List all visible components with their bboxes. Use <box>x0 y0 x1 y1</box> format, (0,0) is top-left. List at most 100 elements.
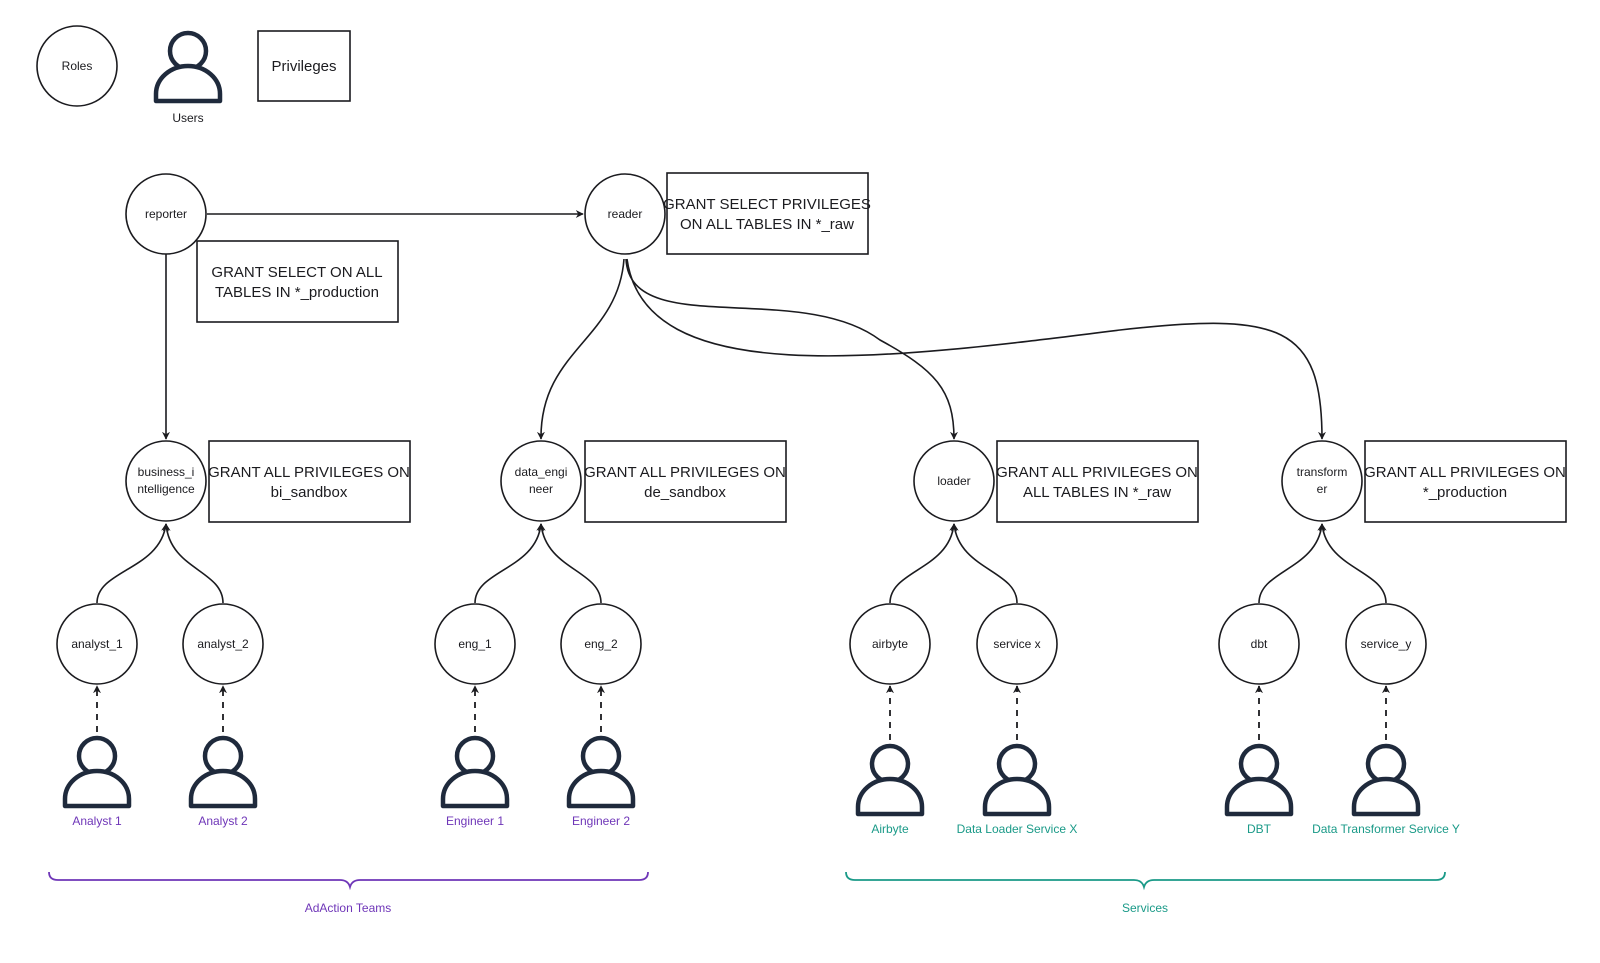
user-analyst-1: Analyst 1 <box>62 735 132 828</box>
role-reader-label: reader <box>608 207 643 221</box>
edge-reader-loader <box>625 258 958 440</box>
role-transformer: transform er <box>1281 440 1363 522</box>
privilege-de-line2: de_sandbox <box>644 484 726 501</box>
privilege-loader-line1: GRANT ALL PRIVILEGES ON <box>996 464 1198 481</box>
role-transformer-label-line1: transform <box>1297 465 1348 479</box>
user-engineer-1-label: Engineer 1 <box>446 814 504 828</box>
privilege-loader: GRANT ALL PRIVILEGES ON ALL TABLES IN *_… <box>996 440 1199 523</box>
user-icon <box>855 743 925 817</box>
group-services: Services <box>845 871 1446 915</box>
role-reporter-label: reporter <box>145 207 187 221</box>
privilege-bi-line2: bi_sandbox <box>271 484 348 501</box>
privilege-reporter-line2: TABLES IN *_production <box>215 284 379 301</box>
user-icon <box>1224 743 1294 817</box>
user-icon <box>440 735 510 809</box>
legend: Roles Users Privileges <box>36 25 351 125</box>
services-brace <box>845 871 1446 891</box>
user-icon <box>982 743 1052 817</box>
legend-roles-label: Roles <box>62 59 93 73</box>
role-bi-label-line2: ntelligence <box>137 482 195 496</box>
role-dbt: dbt <box>1218 603 1300 685</box>
role-de-label-line2: neer <box>529 482 553 496</box>
role-data-engineer: data_engi neer <box>500 440 582 522</box>
role-analyst-1: analyst_1 <box>56 603 138 685</box>
role-service-x-label: service x <box>993 637 1040 651</box>
user-service-x: Data Loader Service X <box>957 743 1078 836</box>
edge-reader-data-engineer <box>536 258 625 440</box>
privilege-transformer: GRANT ALL PRIVILEGES ON *_production <box>1364 440 1567 523</box>
privilege-data-engineer: GRANT ALL PRIVILEGES ON de_sandbox <box>584 440 787 523</box>
user-icon <box>566 735 636 809</box>
user-service-y: Data Transformer Service Y <box>1312 743 1460 836</box>
user-dbt: DBT <box>1224 743 1294 836</box>
edge-servicex-loader <box>950 523 1018 604</box>
teams-label: AdAction Teams <box>305 901 392 915</box>
edge-reader-transformer <box>626 258 1326 440</box>
role-service-y-label: service_y <box>1361 637 1412 651</box>
teams-brace <box>48 871 649 891</box>
user-analyst-2-label: Analyst 2 <box>198 814 248 828</box>
inheritance-edges <box>96 210 1387 604</box>
legend-users-label: Users <box>172 111 203 125</box>
role-transformer-label-line2: er <box>1317 482 1328 496</box>
user-airbyte: Airbyte <box>855 743 925 836</box>
role-dbt-label: dbt <box>1251 637 1268 651</box>
privilege-reporter-line1: GRANT SELECT ON ALL <box>211 264 382 281</box>
role-eng-2-label: eng_2 <box>584 637 618 651</box>
privilege-loader-line2: ALL TABLES IN *_raw <box>1023 484 1171 501</box>
edge-servicey-transformer <box>1318 523 1387 604</box>
role-business-intelligence: business_i ntelligence <box>125 440 207 522</box>
role-loader-label: loader <box>937 474 970 488</box>
user-icon <box>153 30 223 104</box>
role-service-x: service x <box>976 603 1058 685</box>
user-assignments <box>93 685 1390 740</box>
user-service-y-label: Data Transformer Service Y <box>1312 822 1460 836</box>
user-service-x-label: Data Loader Service X <box>957 822 1078 836</box>
privilege-bi-line1: GRANT ALL PRIVILEGES ON <box>208 464 410 481</box>
user-icon <box>188 735 258 809</box>
user-analyst-1-label: Analyst 1 <box>72 814 122 828</box>
edge-dbt-transformer <box>1258 523 1326 604</box>
privilege-reporter: GRANT SELECT ON ALL TABLES IN *_producti… <box>196 240 399 323</box>
users: Analyst 1 Analyst 2 Engineer 1 Engineer … <box>62 735 1460 836</box>
user-analyst-2: Analyst 2 <box>188 735 258 828</box>
role-eng-1: eng_1 <box>434 603 516 685</box>
user-icon <box>1351 743 1421 817</box>
role-loader: loader <box>913 440 995 522</box>
legend-users: Users <box>153 30 223 125</box>
user-airbyte-label: Airbyte <box>871 822 909 836</box>
privilege-boxes: GRANT SELECT ON ALL TABLES IN *_producti… <box>196 172 1567 523</box>
legend-privileges: Privileges <box>257 30 351 102</box>
privilege-reader-line2: ON ALL TABLES IN *_raw <box>680 216 854 233</box>
role-airbyte-label: airbyte <box>872 637 908 651</box>
privilege-transformer-line2: *_production <box>1423 484 1507 501</box>
role-analyst-1-label: analyst_1 <box>71 637 123 651</box>
group-teams: AdAction Teams <box>48 871 649 915</box>
legend-privileges-label: Privileges <box>271 58 336 75</box>
services-label: Services <box>1122 901 1168 915</box>
user-dbt-label: DBT <box>1247 822 1272 836</box>
role-service-y: service_y <box>1345 603 1427 685</box>
privilege-de-line1: GRANT ALL PRIVILEGES ON <box>584 464 786 481</box>
role-eng-2: eng_2 <box>560 603 642 685</box>
role-reader: reader <box>584 173 666 255</box>
edge-analyst2-bi <box>162 523 224 604</box>
privilege-reader-line1: GRANT SELECT PRIVILEGES <box>663 196 871 213</box>
privilege-business-intelligence: GRANT ALL PRIVILEGES ON bi_sandbox <box>208 440 411 523</box>
privilege-reader: GRANT SELECT PRIVILEGES ON ALL TABLES IN… <box>663 172 871 255</box>
privilege-transformer-line1: GRANT ALL PRIVILEGES ON <box>1364 464 1566 481</box>
role-nodes: reporter reader business_i ntelligence d… <box>56 173 1427 685</box>
user-engineer-2: Engineer 2 <box>566 735 636 828</box>
role-de-label-line1: data_engi <box>515 465 568 479</box>
edge-airbyte-loader <box>889 523 958 604</box>
user-icon <box>62 735 132 809</box>
edge-eng2-de <box>537 523 602 604</box>
edge-eng1-de <box>474 523 545 604</box>
role-airbyte: airbyte <box>849 603 931 685</box>
role-reporter: reporter <box>125 173 207 255</box>
user-engineer-1: Engineer 1 <box>440 735 510 828</box>
legend-roles: Roles <box>36 25 118 107</box>
role-analyst-2: analyst_2 <box>182 603 264 685</box>
role-analyst-2-label: analyst_2 <box>197 637 249 651</box>
